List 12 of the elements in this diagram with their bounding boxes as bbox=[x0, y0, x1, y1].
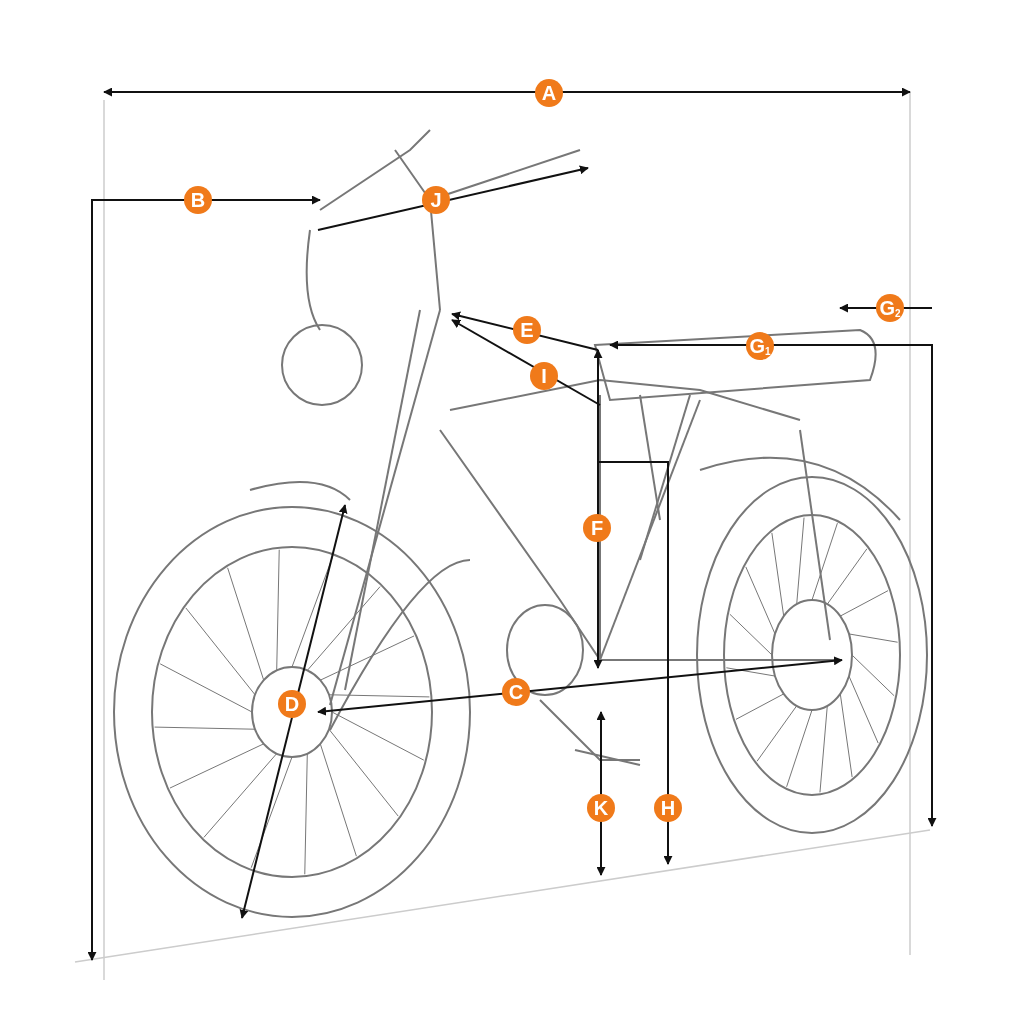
callout-letter: G$_{2}$ bbox=[876, 294, 904, 322]
callout-letter: F bbox=[583, 514, 611, 542]
callout-letter: A bbox=[535, 79, 563, 107]
callout-letter: E bbox=[513, 316, 541, 344]
callout-letter: K bbox=[587, 794, 615, 822]
callout-letter: B bbox=[184, 186, 212, 214]
callout-letter: G$_{1}$ bbox=[746, 332, 774, 360]
callout-letter: C bbox=[502, 678, 530, 706]
callout-letter: H bbox=[654, 794, 682, 822]
callout-letter: J bbox=[422, 186, 450, 214]
callout-letter: I bbox=[530, 362, 558, 390]
callout-letter: D bbox=[278, 690, 306, 718]
